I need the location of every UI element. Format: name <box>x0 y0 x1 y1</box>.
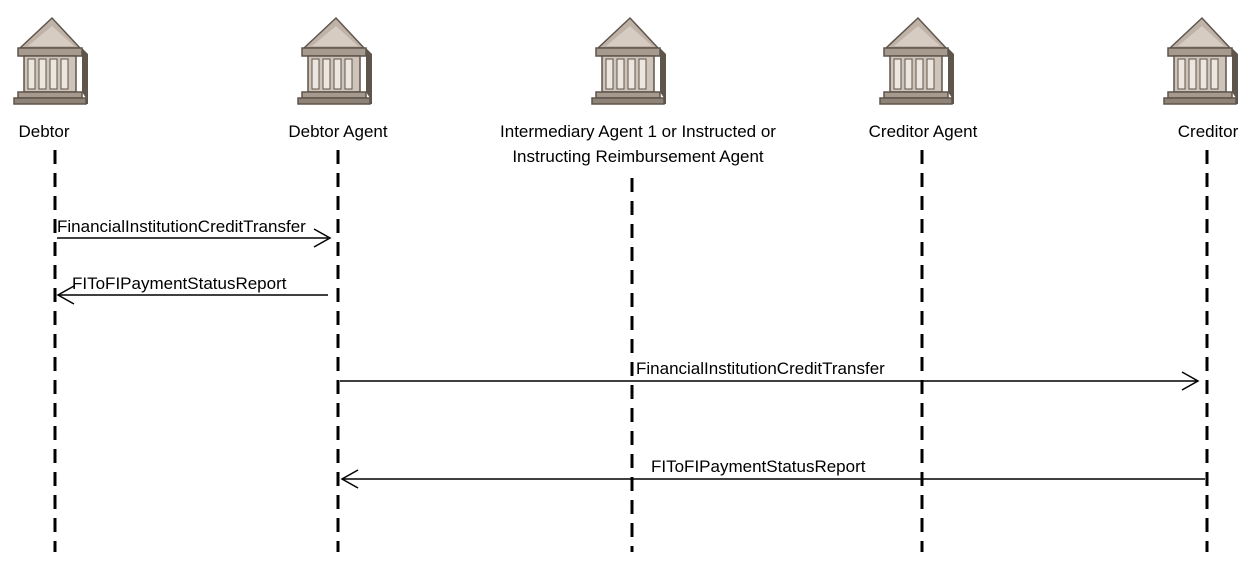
message-arrow <box>56 285 328 305</box>
participant-label-intermediary-agent: Instructing Reimbursement Agent <box>512 147 764 166</box>
message-label: FinancialInstitutionCreditTransfer <box>57 217 306 236</box>
message-arrow <box>340 371 1200 391</box>
message-label: FIToFIPaymentStatusReport <box>72 274 287 293</box>
bank-building-icon <box>1163 17 1239 105</box>
message-label: FinancialInstitutionCreditTransfer <box>636 359 885 378</box>
participant-label-intermediary-agent: Intermediary Agent 1 or Instructed or <box>500 122 776 141</box>
participant-label-creditor: Creditor <box>1178 122 1239 141</box>
bank-building-icon <box>297 17 373 105</box>
message-arrow <box>340 469 1205 489</box>
message-arrow <box>57 228 332 248</box>
message-label: FIToFIPaymentStatusReport <box>651 457 866 476</box>
bank-building-icon <box>879 17 955 105</box>
participant-label-debtor: Debtor <box>18 122 69 141</box>
participant-label-debtor-agent: Debtor Agent <box>288 122 388 141</box>
bank-building-icon <box>591 17 667 105</box>
bank-building-icon <box>13 17 89 105</box>
participant-label-creditor-agent: Creditor Agent <box>869 122 978 141</box>
